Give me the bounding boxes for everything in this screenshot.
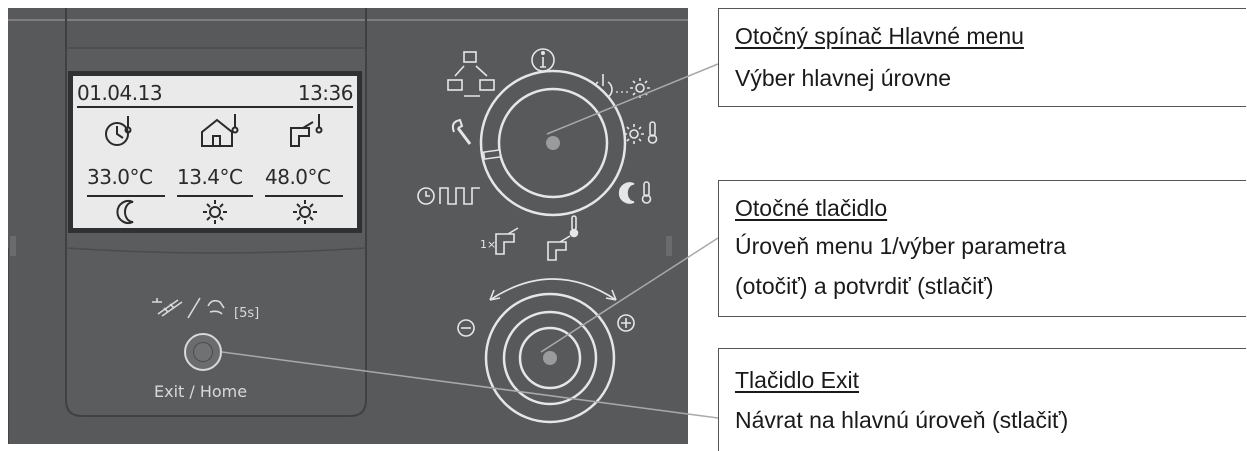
callout-exit-button: Tlačidlo Exit Návrat na hlavnú úroveň (s… (718, 348, 1246, 451)
wrench-icon (451, 118, 472, 145)
callout-rotary-button: Otočné tlačidlo Úroveň menu 1/výber para… (718, 180, 1246, 317)
rotate-arrows-icon (489, 278, 617, 301)
tool-hand-icon (152, 297, 225, 319)
svg-text:1×: 1× (480, 238, 496, 251)
house-icon (201, 114, 239, 147)
plus-icon (617, 314, 635, 332)
network-icon (447, 51, 495, 97)
callout-main-menu: Otočný spínač Hlavné menu Výber hlavnej … (718, 8, 1246, 107)
display-divider (77, 106, 353, 108)
temperature-2: 13.4°C (177, 165, 243, 189)
hot-water-tap-icon (290, 114, 323, 147)
controller-panel: 01.04.13 13:36 (8, 8, 688, 444)
moon-icon (116, 200, 134, 224)
main-menu-dial[interactable] (479, 69, 627, 217)
callout-title: Otočný spínač Hlavné menu (735, 23, 1024, 49)
clock-program-icon (417, 187, 480, 205)
temperature-1: 33.0°C (87, 165, 153, 189)
sun-icon (293, 200, 317, 224)
display-date: 01.04.13 (77, 81, 163, 105)
heating-circuit-icon (105, 116, 132, 146)
callout-line: (otočiť) a potvrdiť (stlačiť) (735, 273, 994, 299)
exit-home-label: Exit / Home (154, 382, 248, 401)
lcd-screen: 01.04.13 13:36 (68, 71, 362, 233)
exit-home-button[interactable] (184, 333, 222, 371)
hold-5s-label: [5s] (234, 306, 260, 321)
tap-once-icon: 1× (480, 227, 519, 255)
tap-thermometer-icon (547, 215, 579, 261)
callout-title: Tlačidlo Exit (735, 367, 859, 393)
moon-thermometer-icon (618, 181, 652, 204)
minus-icon (457, 319, 475, 337)
display-time: 13:36 (297, 81, 354, 105)
sun-icon (203, 200, 227, 224)
callout-line: Výber hlavnej úrovne (735, 65, 952, 91)
callout-line: Návrat na hlavnú úroveň (stlačiť) (735, 407, 1069, 433)
callout-title: Otočné tlačidlo (735, 195, 888, 221)
temperature-3: 48.0°C (265, 165, 331, 189)
callout-line: Úroveň menu 1/výber parametra (735, 233, 1067, 259)
sun-thermometer-icon (624, 121, 658, 144)
